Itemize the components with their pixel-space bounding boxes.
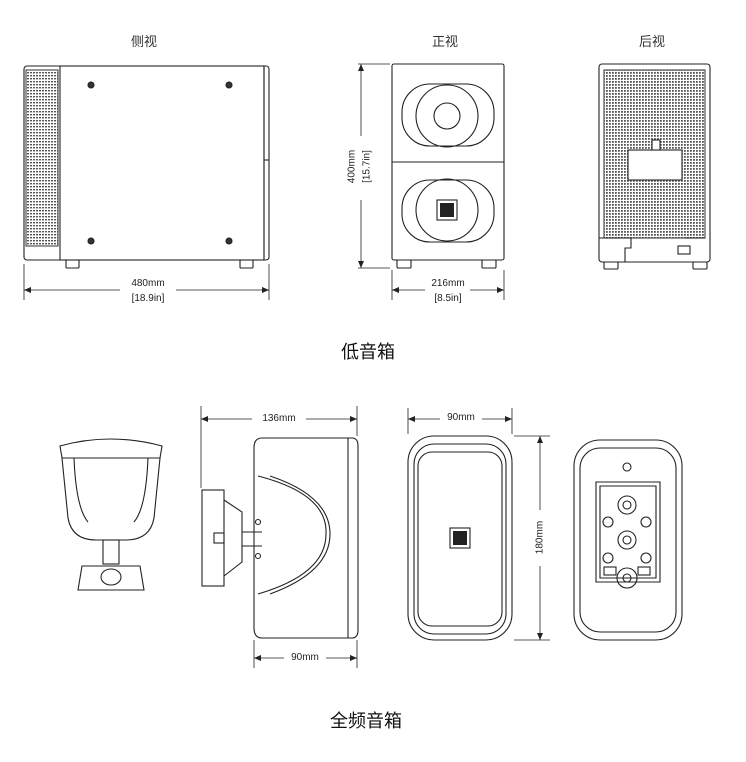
full-mount-depth: 136mm xyxy=(262,413,296,424)
sub-height-mm: 400mm xyxy=(346,149,358,184)
sub-depth-in: [8.5in] xyxy=(434,293,462,304)
sub-depth-mm: 216mm xyxy=(431,278,465,289)
subwoofer-front-view xyxy=(358,63,505,300)
sub-width-mm: 480mm xyxy=(131,278,165,289)
front-view-label: 正视 xyxy=(432,35,459,50)
fullrange-side-view xyxy=(200,406,359,668)
side-view-label: 侧视 xyxy=(131,35,158,50)
subwoofer-caption: 低音箱 xyxy=(341,342,395,363)
subwoofer-back-view xyxy=(598,63,711,270)
subwoofer-side-view xyxy=(23,65,270,300)
back-view-label: 后视 xyxy=(639,35,666,50)
sub-width-in: [18.9in] xyxy=(131,293,165,304)
fullrange-caption: 全频音箱 xyxy=(330,711,402,732)
fullrange-front-view xyxy=(407,408,550,641)
full-width: 90mm xyxy=(447,412,475,423)
fullrange-back-view xyxy=(573,439,683,641)
full-height: 180mm xyxy=(534,520,546,555)
full-depth: 90mm xyxy=(291,652,319,663)
sub-height-in: [15.7in] xyxy=(361,150,373,183)
fullrange-front-bracket-view xyxy=(59,438,163,591)
